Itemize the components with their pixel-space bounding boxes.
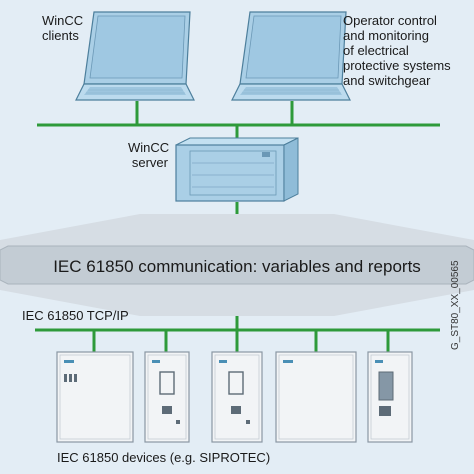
device-1-icon <box>56 351 134 443</box>
devices-label: IEC 61850 devices (e.g. SIPROTEC) <box>57 450 271 465</box>
banner-label: IEC 61850 communication: variables and r… <box>53 257 421 276</box>
clients-label: WinCC clients <box>42 13 84 43</box>
laptop-client-1-icon <box>75 11 195 101</box>
communication-banner <box>0 214 474 316</box>
device-network-line <box>35 316 440 352</box>
server-label: WinCC server <box>128 140 170 170</box>
device-5-icon <box>367 351 413 443</box>
tcpip-label: IEC 61850 TCP/IP <box>22 308 129 323</box>
client-network-line <box>37 101 440 214</box>
figure-code-label: G_ST80_XX_00565 <box>450 260 461 350</box>
laptop-client-2-icon <box>231 11 351 101</box>
device-4-icon <box>275 351 357 443</box>
device-2-icon <box>144 351 190 443</box>
device-3-icon <box>211 351 263 443</box>
wincc-server-icon <box>175 137 299 202</box>
operator-label: Operator control and monitoring of elect… <box>343 13 451 88</box>
